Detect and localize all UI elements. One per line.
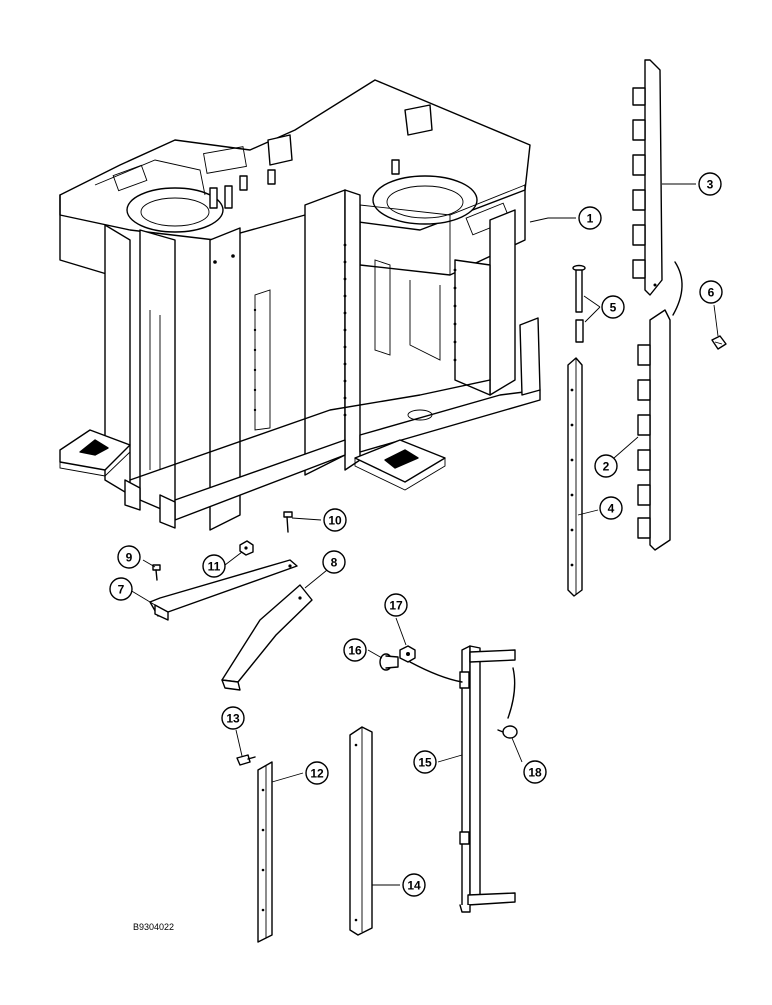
callout-circle [202,554,226,578]
part-15-support-frame [459,645,516,913]
callout-circle [117,545,141,569]
callout-8: 8 [322,550,346,574]
callout-number: 4 [608,502,615,516]
callout-10: 10 [323,508,347,532]
part-18-fastener [497,725,518,739]
callout-number: 1 [587,212,594,226]
part-14-channel [349,726,373,936]
callout-number: 2 [603,460,610,474]
callout-circle [699,280,723,304]
callout-13: 13 [221,706,245,730]
part-4-thin-strip [567,357,583,597]
callout-9: 9 [117,545,141,569]
callout-4: 4 [599,496,623,520]
part-6-clip [711,335,727,350]
callout-circle [402,873,426,897]
part-3-notched-strip [632,59,663,296]
part-7-tie-bar [149,559,298,621]
callout-14: 14 [402,873,426,897]
callout-1: 1 [578,206,602,230]
drawing-id: B9304022 [133,922,174,932]
callout-number: 10 [328,514,342,528]
callout-5: 5 [601,295,625,319]
callout-number: 6 [708,286,715,300]
part-11-nut [239,540,254,556]
leader-lines [129,183,719,886]
callout-number: 16 [348,644,362,658]
callout-number: 7 [118,583,125,597]
callout-circle [599,496,623,520]
part-12-flat-strip [257,761,273,943]
callout-12: 12 [305,761,329,785]
callout-16: 16 [343,638,367,662]
callout-3: 3 [698,172,722,196]
callout-circle [343,638,367,662]
callout-number: 17 [389,599,403,613]
part-1-main-frame [59,79,541,531]
callout-number: 9 [126,551,133,565]
callout-circle [523,760,547,784]
callout-number: 14 [407,879,421,893]
callout-circle [594,454,618,478]
part-17-nut [399,645,416,663]
callout-circle [322,550,346,574]
callout-number: 3 [707,178,714,192]
callout-circle [305,761,329,785]
part-8-bracket [221,584,313,691]
callout-circle [109,577,133,601]
callout-circle [698,172,722,196]
callout-number: 13 [226,712,240,726]
callout-11: 11 [202,554,226,578]
cable-15-18 [507,667,516,719]
callout-number: 11 [208,560,221,574]
callout-7: 7 [109,577,133,601]
part-16-knob-bolt [379,653,399,671]
callout-circle [413,750,437,774]
callout-circle [323,508,347,532]
callout-circle [601,295,625,319]
callout-18: 18 [523,760,547,784]
callout-2: 2 [594,454,618,478]
callout-number: 12 [310,767,324,781]
callout-circle [578,206,602,230]
part-5-bolt-spacer [572,264,586,343]
callout-6: 6 [699,280,723,304]
callout-17: 17 [384,593,408,617]
part-2-notched-strip [637,309,671,551]
callout-circle [221,706,245,730]
assembly-arc [672,261,683,316]
callout-number: 15 [418,756,432,770]
cable-17-15 [409,661,463,683]
callout-circle [384,593,408,617]
part-9-bolt [152,564,161,581]
callout-number: 5 [610,301,617,315]
callout-15: 15 [413,750,437,774]
part-10-bolt [283,511,293,533]
callout-number: 18 [528,766,542,780]
part-13-bolt [236,754,256,766]
callout-number: 8 [331,556,338,570]
